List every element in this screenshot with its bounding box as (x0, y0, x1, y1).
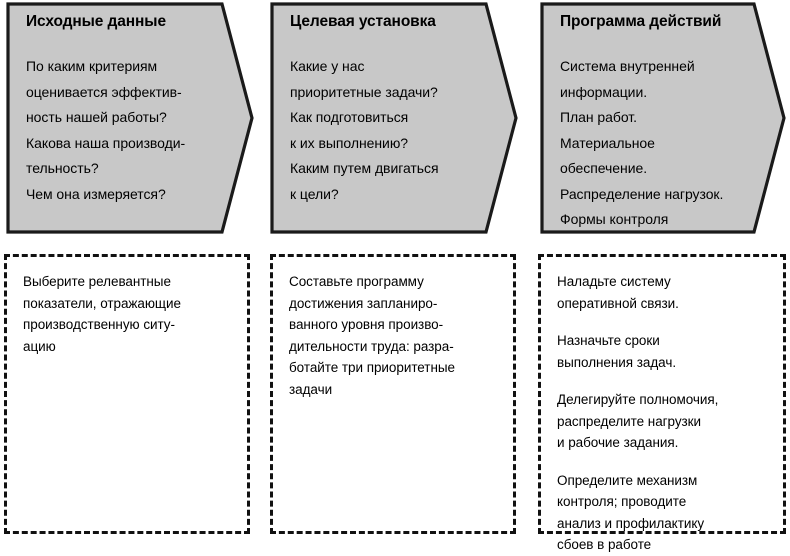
process-stage-panel-1: Исходные данные По каким критериям оцени… (6, 2, 254, 234)
text-line: и рабочие задания. (557, 435, 679, 450)
text-line: контроля; проводите (557, 494, 687, 509)
text-line: Формы контроля (560, 211, 669, 227)
text-line: показатели, отражающие (23, 295, 181, 311)
text-line: тельность? (26, 160, 99, 176)
chevron-arrow-shape (540, 2, 786, 234)
process-stage-panel-3: Программа действий Система внутренней ин… (540, 2, 786, 234)
text-line: Делегируйте полномочия, (557, 392, 719, 407)
process-stage-lines-2: Какие у нас приоритетные задачи? Как под… (290, 54, 478, 207)
text-line: Наладьте систему (557, 274, 671, 289)
chevron-arrow-shape (270, 2, 518, 234)
process-stage-lines-3: Система внутренней информации. План рабо… (560, 54, 746, 233)
text-line: Выберите релевантные (23, 274, 171, 289)
text-line: ванного уровня произво- (289, 317, 444, 332)
process-stage-content-2: Целевая установка Какие у нас приоритетн… (270, 2, 518, 234)
text-line: Каким путем двигаться (290, 160, 439, 176)
process-stage-title-3: Программа действий (560, 13, 722, 30)
task-paragraph: Делегируйте полномочия, распределите наг… (557, 389, 767, 454)
text-line: обеспечение. (560, 160, 648, 176)
text-line: сбоев в работе (557, 537, 652, 552)
text-line: Распределение нагрузок. (560, 185, 724, 202)
text-line: к цели? (290, 185, 339, 202)
text-line: анализ и профилактику (557, 515, 705, 531)
text-line: Система внутренней (560, 58, 695, 74)
text-line: дительности труда: разра- (289, 338, 454, 354)
process-stage-lines-1: По каким критериям оценивается эффектив-… (26, 54, 214, 207)
process-stage-content-3: Программа действий Система внутренней ин… (540, 2, 786, 234)
text-line: задачи (289, 381, 333, 397)
text-line: По каким критериям (26, 58, 158, 74)
text-line: ность нашей работы? (26, 109, 167, 125)
text-line: оценивается эффектив- (26, 83, 182, 100)
text-line: оперативной связи. (557, 295, 679, 311)
task-paragraph: Составьте программу достижения запланиро… (289, 271, 497, 400)
task-boxes-row: Выберите релевантные показатели, отражаю… (0, 254, 790, 552)
text-line: Определите механизм (557, 472, 698, 488)
text-line: Составьте программу (289, 274, 424, 289)
process-stage-title-2: Целевая установка (290, 13, 436, 30)
text-line: Материальное (560, 134, 655, 151)
task-paragraph: Выберите релевантные показатели, отражаю… (23, 271, 231, 357)
text-line: План работ. (560, 109, 637, 125)
text-line: производственную ситу- (23, 317, 175, 332)
process-stage-panel-2: Целевая установка Какие у нас приоритетн… (270, 2, 518, 234)
text-line: приоритетные задачи? (290, 83, 438, 100)
text-line: распределите нагрузки (557, 413, 702, 429)
task-paragraph: Назначьте сроки выполнения задач. (557, 330, 767, 373)
text-line: Назначьте сроки (557, 333, 660, 348)
task-paragraph: Определите механизм контроля; проводите … (557, 470, 767, 556)
text-line: выполнения задач. (557, 354, 677, 370)
process-stage-content-1: Исходные данные По каким критериям оцени… (6, 2, 254, 234)
text-line: Какие у нас (290, 58, 365, 74)
chevron-arrow-shape (6, 2, 254, 234)
text-line: ботайте три приоритетные (289, 360, 455, 375)
task-box-2: Составьте программу достижения запланиро… (270, 254, 516, 534)
text-line: Какова наша производи- (26, 134, 186, 151)
process-stages-row: Исходные данные По каким критериям оцени… (0, 0, 790, 240)
task-box-3: Наладьте систему оперативной связи. Назн… (538, 254, 786, 552)
text-line: ацию (23, 338, 56, 354)
text-line: достижения запланиро- (289, 295, 438, 311)
text-line: информации. (560, 83, 648, 100)
task-paragraph: Наладьте систему оперативной связи. (557, 271, 767, 314)
text-line: Как подготовиться (290, 109, 409, 125)
text-line: к их выполнению? (290, 134, 409, 151)
task-box-1: Выберите релевантные показатели, отражаю… (4, 254, 250, 534)
process-stage-title-1: Исходные данные (26, 13, 166, 30)
text-line: Чем она измеряется? (26, 185, 166, 202)
